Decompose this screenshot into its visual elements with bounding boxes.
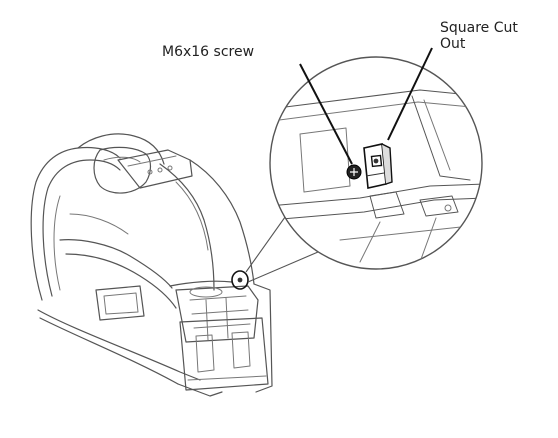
chair-control-panel-line xyxy=(127,155,177,167)
magnifier-contents xyxy=(270,89,482,263)
square-cutout-bracket-icon xyxy=(363,143,393,189)
chair-foot-module xyxy=(179,317,269,391)
chair-back-cushion-line xyxy=(69,213,129,235)
fitting-bolt xyxy=(444,204,452,212)
mount-point-dot xyxy=(237,277,243,283)
chair-headrest-stitch xyxy=(103,156,141,163)
chair-armrest-contour xyxy=(175,181,209,251)
frame-right-rail xyxy=(411,95,471,181)
detail-magnifier xyxy=(269,56,483,270)
chair-side-remote-screen xyxy=(103,292,139,315)
chair-legrest-rail-2 xyxy=(191,309,249,315)
cutout-leader-line xyxy=(387,47,433,141)
chair-legrest-frame xyxy=(175,285,259,343)
frame-right-rail-inner xyxy=(423,99,451,171)
chair-side-remote xyxy=(95,285,145,321)
massage-chair-icon xyxy=(30,133,273,397)
screw-icon xyxy=(346,164,362,180)
chair-control-dot-2 xyxy=(157,167,163,173)
chair-control-dot-1 xyxy=(147,169,153,175)
chair-foot-module-base xyxy=(187,375,267,381)
chair-base-foot xyxy=(177,383,223,397)
chair-backrest-outer xyxy=(30,146,121,301)
chair-rear-bracket xyxy=(253,283,273,393)
chair-backrest-inner xyxy=(42,159,121,297)
chair-roller xyxy=(189,286,223,298)
chair-base-rail-front xyxy=(37,309,201,381)
chair-control-dot-3 xyxy=(167,165,173,171)
screw-callout-label: M6x16 screw xyxy=(162,44,255,60)
chair-control-panel xyxy=(117,149,193,189)
chair-seat-edge xyxy=(59,239,173,289)
lower-tube-bottom xyxy=(270,197,482,221)
chair-foot-slot-right xyxy=(231,331,251,369)
chair-base-rail-rear xyxy=(39,317,179,385)
chair-seat-front xyxy=(65,253,177,309)
support-strut-right xyxy=(419,217,437,263)
chair-foot-slot-left xyxy=(195,334,215,373)
chair-backrest-panel xyxy=(53,195,61,291)
support-strut-left xyxy=(359,221,381,263)
chair-roller-top xyxy=(169,280,233,287)
bottom-fitting-right xyxy=(419,195,459,217)
cross-brace xyxy=(339,225,471,241)
chair-canopy-top xyxy=(77,133,165,165)
chair-legrest-rail-1 xyxy=(189,295,247,301)
chair-legrest-rail-3 xyxy=(193,323,251,329)
chair-side-shell-front xyxy=(159,163,215,291)
mount-point-marker xyxy=(231,270,249,290)
cutout-callout-label: Square Cut Out xyxy=(440,20,518,52)
screw-leader-line xyxy=(299,63,353,165)
side-plate xyxy=(299,127,351,193)
chair-legrest-post-1 xyxy=(205,299,209,341)
chair-legrest-post-2 xyxy=(225,297,229,339)
chair-side-shell-outer xyxy=(189,159,255,285)
bottom-fitting-left xyxy=(369,191,405,219)
chair-headrest-pad xyxy=(93,146,152,194)
frame-top-edge-inner xyxy=(270,101,482,123)
